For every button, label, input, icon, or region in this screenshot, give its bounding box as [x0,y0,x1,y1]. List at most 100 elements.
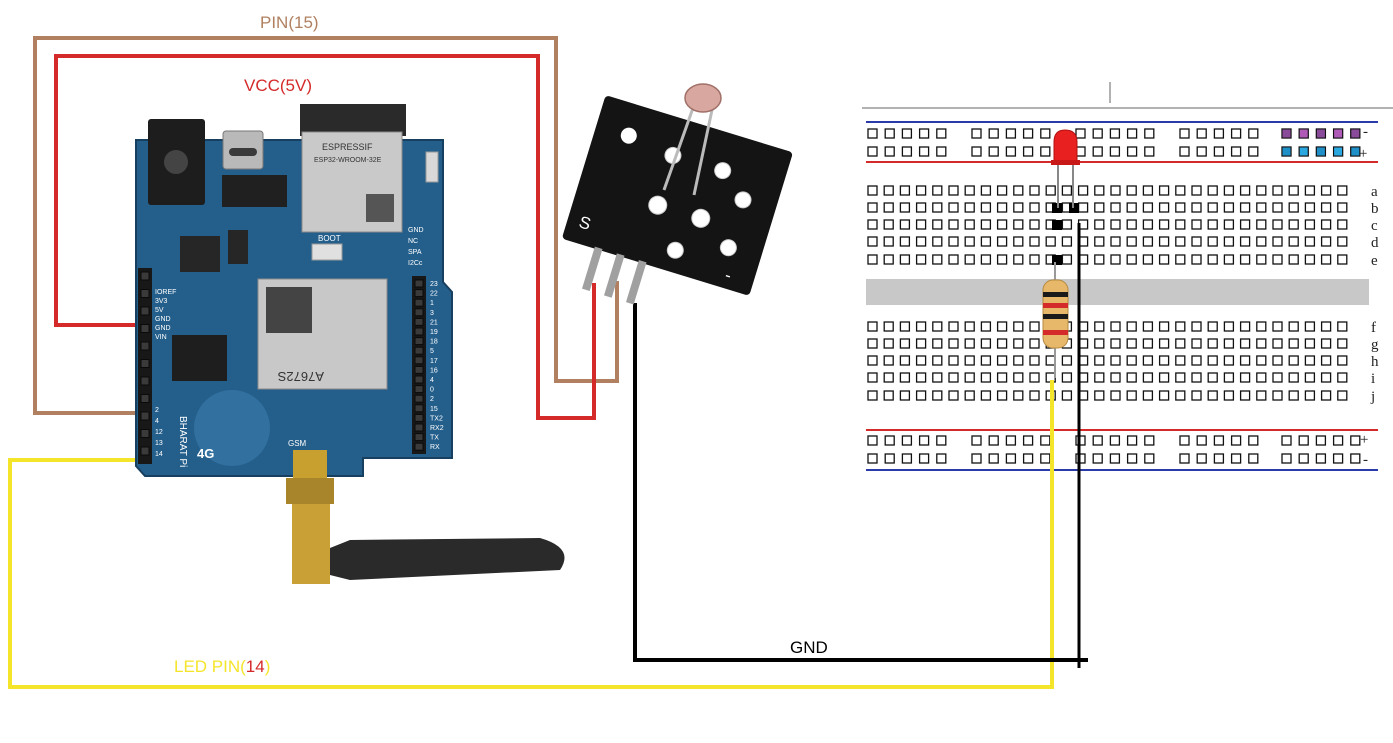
terminal-hole [996,219,1008,230]
boot-button[interactable] [311,243,343,261]
rail-hole [1126,128,1138,139]
sensor-pad-7 [666,241,684,259]
terminal-hole [915,202,927,213]
row-label-c: c [1371,218,1378,234]
esp32-antenna-area [300,104,406,136]
terminal-hole [1320,372,1332,383]
terminal-hole [1256,321,1267,332]
gsm-antenna [286,450,565,584]
sensor-pin-s [582,246,603,292]
rail-hole [1332,453,1344,464]
rail-hole [867,146,878,157]
rail-hole [1092,435,1103,446]
header-right-pin-label: 0 [430,387,434,394]
label-pin15: PIN(15) [260,13,319,32]
terminal-hole [1256,185,1267,196]
terminal-hole [996,202,1008,213]
terminal-hole [1029,372,1040,383]
rail-marker-blue [1298,146,1309,157]
terminal-hole [1158,321,1170,332]
terminal-hole [1142,202,1154,213]
rail-hole [1350,453,1361,464]
terminal-hole [867,338,878,349]
header-left-pins [140,271,150,456]
terminal-hole [1191,202,1202,213]
occupied-hole [1052,220,1062,230]
terminal-hole [1320,202,1332,213]
terminal-hole [964,372,975,383]
header-right-pin-label: 4 [430,377,434,384]
terminal-hole [1239,321,1251,332]
terminal-hole [1126,254,1137,265]
rail-hole [1196,435,1207,446]
header-bottom-left-label: 13 [155,440,163,447]
terminal-hole [1288,321,1299,332]
terminal-hole [1337,390,1348,401]
terminal-hole [883,390,894,401]
rail-hole [1144,128,1155,139]
terminal-hole [1337,202,1348,213]
terminal-hole [1256,254,1267,265]
rail-hole [1005,453,1017,464]
row-label-b: b [1371,201,1379,217]
rail-hole [1126,146,1138,157]
terminal-hole [1304,390,1316,401]
terminal-hole [883,185,894,196]
rail-hole [1315,435,1327,446]
header-right-top-label: I2Cc [408,260,423,267]
terminal-hole [1158,202,1170,213]
header-right-pin-label: RX [430,444,440,451]
terminal-hole [1272,338,1283,349]
resistor-band-3 [1043,314,1068,319]
gsm-label: GSM [288,439,307,448]
terminal-hole [1320,236,1332,247]
terminal-hole [980,390,992,401]
terminal-hole [1191,185,1202,196]
header-right-pin-label: 5 [430,348,434,355]
rail-hole [1092,128,1103,139]
terminal-hole [1288,338,1299,349]
en-button[interactable] [425,151,439,183]
rail-hole [1179,453,1190,464]
terminal-hole [1272,219,1283,230]
terminal-hole [996,185,1008,196]
terminal-hole [1223,355,1235,366]
row-label-i: i [1371,371,1375,387]
ldr-leg-2 [692,109,714,196]
header-pin [414,279,424,288]
header-right-pin-label: 21 [430,319,438,326]
terminal-hole [1223,202,1235,213]
esp32-model-label: ESP32-WROOM-32E [314,157,382,164]
terminal-hole [899,390,911,401]
terminal-hole [1239,219,1251,230]
terminal-hole [1158,372,1170,383]
terminal-hole [948,321,959,332]
header-pin [140,271,150,281]
terminal-hole [915,372,927,383]
terminal-hole [964,355,975,366]
terminal-hole [1158,355,1170,366]
terminal-hole [899,185,911,196]
rail-marker-blue [1315,146,1326,157]
terminal-hole [980,219,992,230]
rail-hole [918,435,930,446]
sensor-pin-gnd [625,260,647,305]
terminal-hole [883,372,894,383]
terminal-hole [1223,372,1235,383]
bharat-pi-board: ESPRESSIF ESP32-WROOM-32E BOOT A7672S BH… [135,104,453,477]
terminal-hole [1126,219,1137,230]
resistor-band-2 [1043,303,1068,308]
rail-hole [1196,128,1207,139]
header-pin [140,324,150,333]
sensor-pad-5 [691,208,711,228]
rail-hole [1126,453,1138,464]
terminal-hole [948,338,959,349]
label-led-pin-suffix: ) [265,657,271,676]
sensor-pad-3 [734,191,752,209]
terminal-hole [867,219,878,230]
antenna-base-connector [293,450,327,478]
rail-hole [1281,435,1292,446]
terminal-hole [1029,254,1040,265]
label-led-pin: LED PIN(14) [174,657,270,676]
terminal-hole [1207,185,1218,196]
